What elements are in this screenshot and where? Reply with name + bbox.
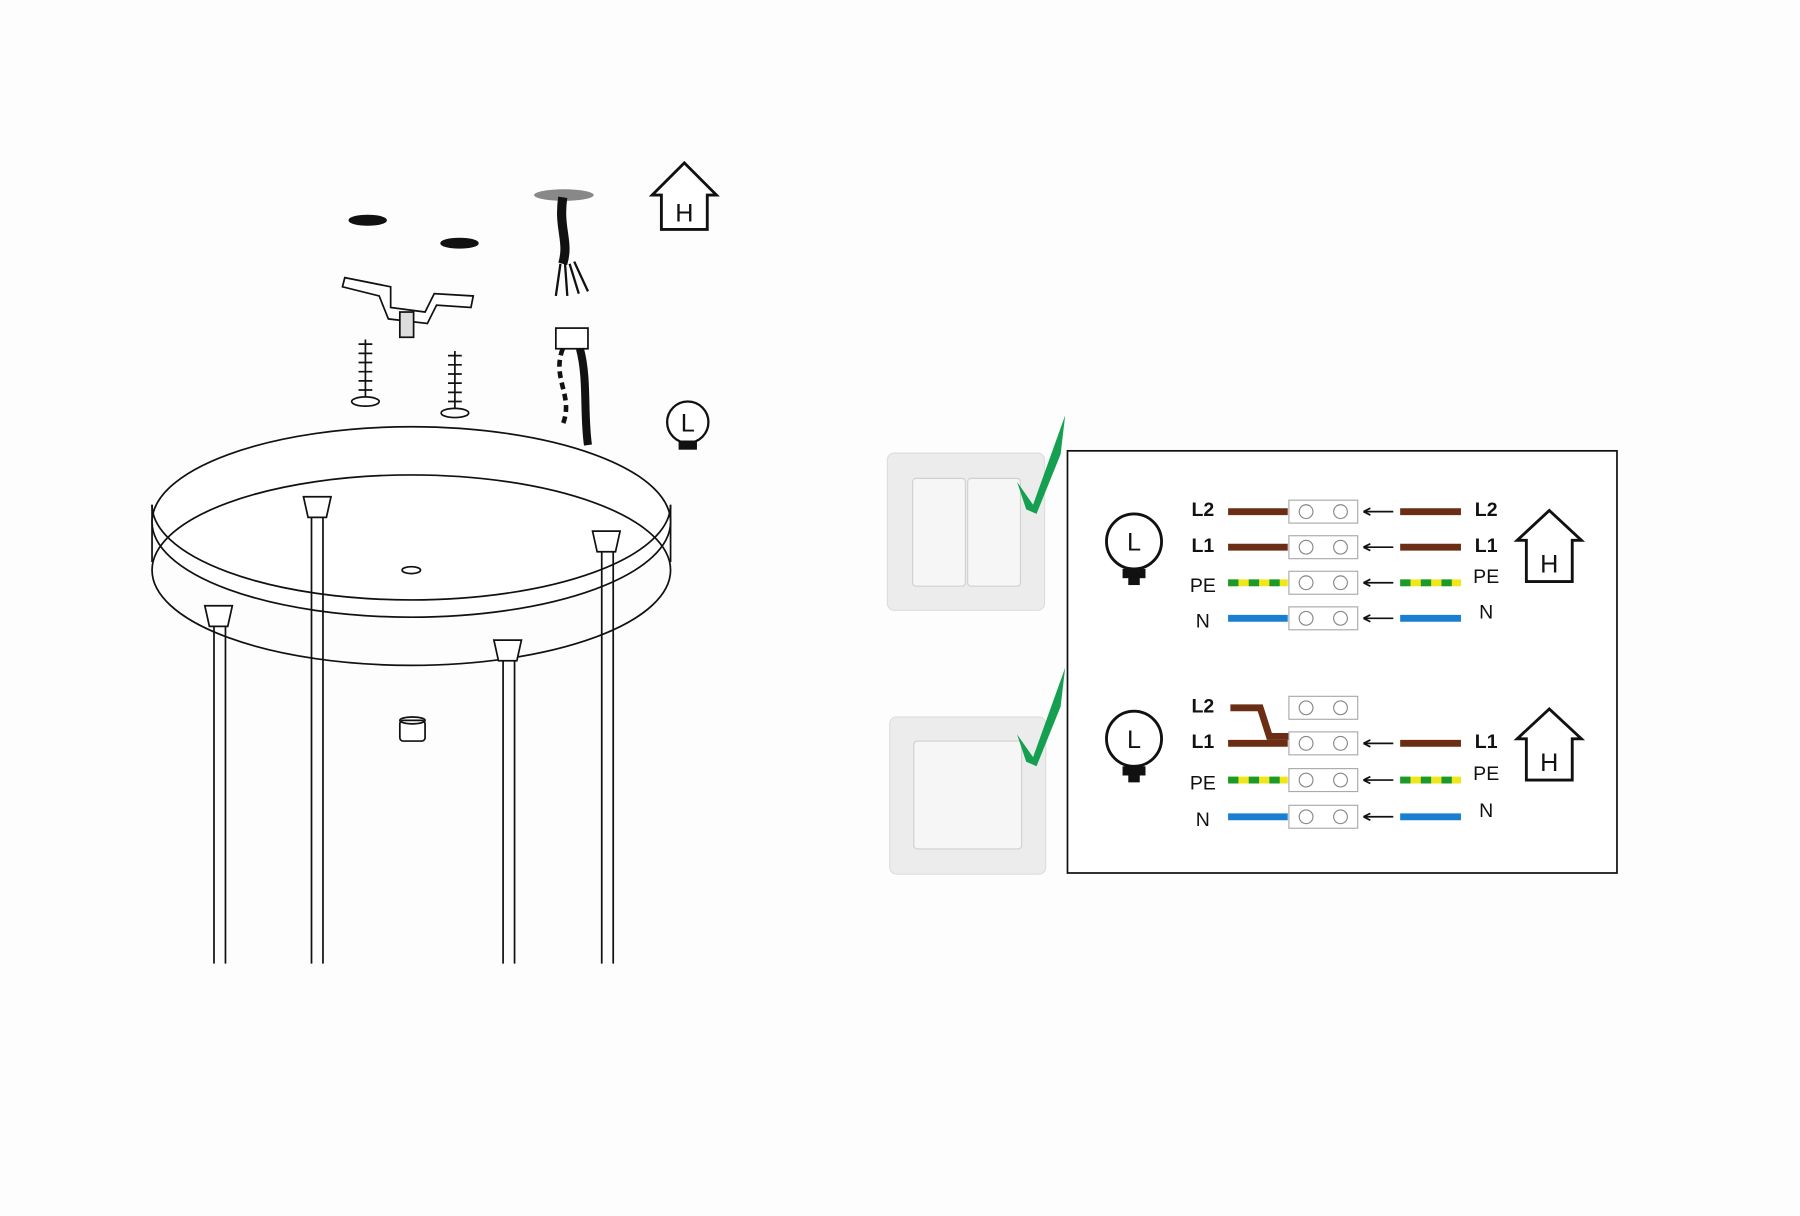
arrow-icon <box>1363 578 1394 587</box>
wire-label: PE <box>1190 772 1216 794</box>
lamp-icon: L <box>665 400 710 450</box>
lamp-icon: L <box>1105 709 1163 783</box>
cable-stopper <box>398 716 426 742</box>
house-icon: H <box>1513 508 1586 584</box>
svg-text:L: L <box>1127 529 1141 557</box>
terminal-block <box>1288 570 1359 595</box>
checkmark-icon <box>1017 667 1066 767</box>
screw <box>350 339 381 407</box>
terminal-block <box>1288 731 1359 756</box>
wire-label: L1 <box>1475 535 1498 557</box>
wire-label: L1 <box>1475 731 1498 753</box>
arrow-icon <box>1363 739 1394 748</box>
terminal-block <box>1288 768 1359 793</box>
svg-text:L: L <box>681 409 695 437</box>
arrow-icon <box>1363 542 1394 552</box>
lamp-icon: L <box>1105 512 1163 586</box>
wire-label: PE <box>1473 566 1499 588</box>
screw <box>440 351 470 419</box>
house-icon: H <box>648 160 720 231</box>
terminal-block <box>1288 535 1359 560</box>
svg-text:H: H <box>675 199 693 227</box>
wire-label: L1 <box>1191 535 1214 557</box>
double-switch <box>886 452 1046 611</box>
wire-label: N <box>1479 800 1493 822</box>
mains-cable <box>534 189 594 297</box>
ceiling-hole <box>440 237 479 249</box>
terminal-block <box>1288 606 1359 631</box>
bridge-wire <box>1230 704 1291 740</box>
wire-label: PE <box>1473 763 1499 785</box>
svg-text:H: H <box>1540 550 1558 578</box>
terminal-block <box>1288 804 1359 829</box>
terminal-block <box>1288 499 1359 524</box>
lamp-cable <box>554 327 592 446</box>
wire-label: N <box>1196 809 1210 831</box>
wire-label: L2 <box>1191 695 1214 717</box>
ceiling-hole <box>348 214 387 226</box>
wire-label: PE <box>1190 575 1216 597</box>
wire-label: L2 <box>1475 499 1498 521</box>
mounting-bracket <box>341 276 475 339</box>
canopy <box>151 425 672 667</box>
svg-text:L: L <box>1127 726 1141 754</box>
svg-text:H: H <box>1540 749 1558 777</box>
wire-label: N <box>1479 601 1493 623</box>
terminal-block <box>1288 695 1359 720</box>
arrow-icon <box>1363 775 1394 785</box>
single-switch <box>889 716 1047 875</box>
house-icon: H <box>1513 706 1586 782</box>
checkmark-icon <box>1017 415 1066 514</box>
wire-label: L2 <box>1191 499 1214 521</box>
arrow-icon <box>1363 812 1394 821</box>
wire-label: L1 <box>1191 731 1214 753</box>
arrow-icon <box>1363 614 1394 623</box>
canopy-assembly <box>151 189 672 964</box>
arrow-icon <box>1363 507 1394 516</box>
wire-label: N <box>1196 611 1210 633</box>
suspension-rods <box>203 495 622 964</box>
